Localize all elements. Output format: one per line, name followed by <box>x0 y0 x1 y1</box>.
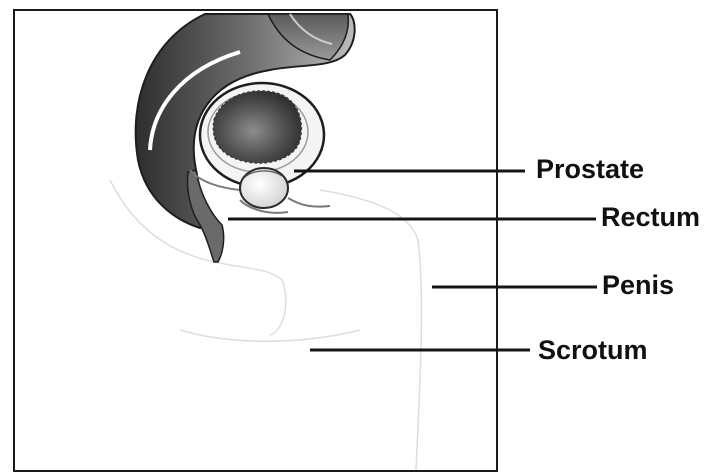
figure-frame <box>14 10 497 471</box>
label-prostate: Prostate <box>536 156 644 183</box>
label-rectum: Rectum <box>601 204 700 231</box>
prostate-gland <box>240 168 288 208</box>
label-scrotum: Scrotum <box>538 337 648 364</box>
label-penis: Penis <box>602 272 674 299</box>
